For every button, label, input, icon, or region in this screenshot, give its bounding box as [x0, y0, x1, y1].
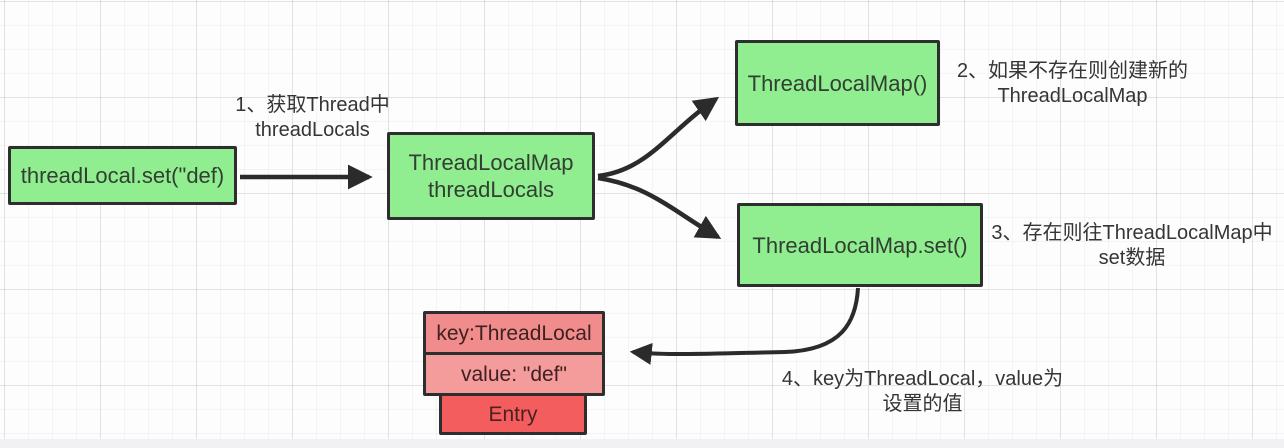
arrow-step4 — [629, 287, 860, 365]
node-entry: Entry — [439, 393, 587, 435]
annotation-step1: 1、获取Thread中 threadLocals — [225, 93, 400, 143]
annotation-step2: 2、如果不存在则创建新的 ThreadLocalMap — [945, 59, 1200, 109]
annotation-step3: 3、存在则往ThreadLocalMap中 set数据 — [983, 221, 1281, 271]
annotation-step2-line2: ThreadLocalMap — [997, 85, 1148, 107]
arrow-step2 — [597, 96, 720, 179]
annotation-step2-line1: 2、如果不存在则创建新的 — [956, 60, 1189, 82]
node-threadlocalmap: ThreadLocalMap() — [735, 40, 940, 126]
arrow-step3 — [597, 175, 722, 239]
annotation-step3-line1: 3、存在则往ThreadLocalMap中 — [991, 222, 1273, 244]
node-threadlocals: ThreadLocalMap threadLocals — [387, 132, 595, 220]
annotation-step4-line1: 4、key为ThreadLocal，value为 — [781, 368, 1064, 390]
node-threadlocalmap-label: ThreadLocalMap() — [747, 70, 928, 96]
node-entry-key: key:ThreadLocal — [423, 311, 605, 355]
annotation-step1-line2: threadLocals — [255, 119, 370, 141]
node-threadlocal-set-label: threadLocal.set("def) — [20, 163, 225, 188]
window-bottom-edge — [0, 439, 1284, 448]
node-entry-key-label: key:ThreadLocal — [436, 321, 592, 345]
node-threadlocals-line2: threadLocals — [428, 177, 554, 202]
node-entry-value-label: value: "def" — [461, 362, 567, 386]
annotation-step4-line2: 设置的值 — [882, 393, 963, 415]
node-threadlocal-set: threadLocal.set("def) — [8, 146, 237, 205]
node-threadlocalmap-set-label: ThreadLocalMap.set() — [752, 232, 968, 258]
annotation-step4: 4、key为ThreadLocal，value为 设置的值 — [770, 367, 1075, 417]
node-entry-value: value: "def" — [423, 352, 605, 396]
node-entry-label: Entry — [488, 402, 538, 426]
annotation-step3-line2: set数据 — [1098, 247, 1166, 269]
node-threadlocalmap-set: ThreadLocalMap.set() — [737, 203, 983, 287]
node-threadlocals-line1: ThreadLocalMap — [408, 150, 574, 175]
annotation-step1-line1: 1、获取Thread中 — [235, 94, 390, 116]
